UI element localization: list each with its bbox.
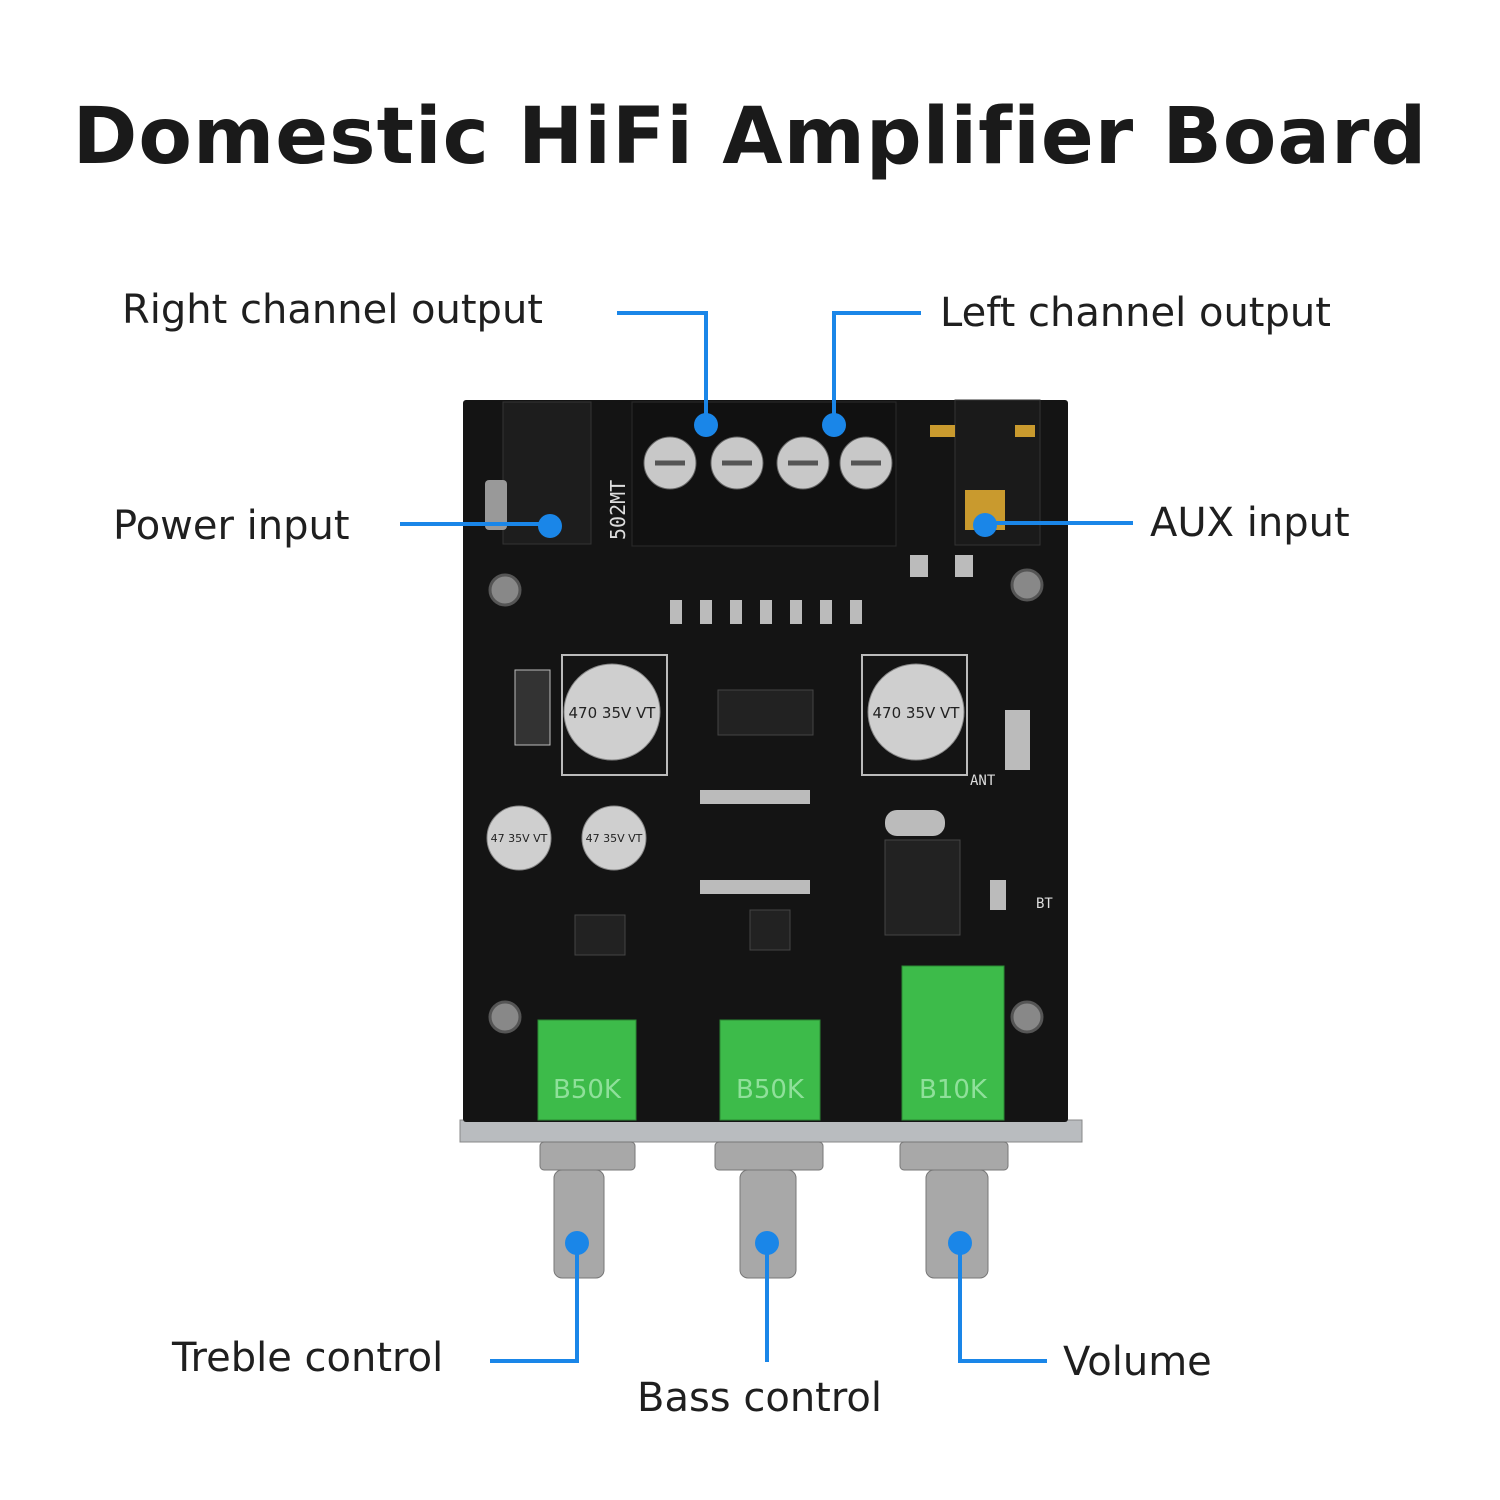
callout-dot-treble bbox=[565, 1231, 589, 1255]
callout-dot-power bbox=[538, 514, 562, 538]
ant-label: ANT bbox=[970, 773, 996, 789]
page-title: Domestic HiFi Amplifier Board bbox=[72, 92, 1428, 182]
capacitor-470uf-left: 470 35V VT bbox=[561, 654, 668, 776]
aluminum-faceplate bbox=[459, 1119, 1083, 1143]
amplifier-chip bbox=[717, 689, 814, 736]
bluetooth-chip bbox=[884, 839, 961, 936]
callout-dot-bass bbox=[755, 1231, 779, 1255]
capacitor-470uf-right: 470 35V VT bbox=[861, 654, 968, 776]
callout-dot-volume bbox=[948, 1231, 972, 1255]
label-aux-input: AUX input bbox=[1150, 500, 1350, 546]
svg-text:B50K: B50K bbox=[553, 1075, 622, 1105]
callout-line-volume bbox=[958, 1243, 1047, 1363]
terminal-marking: 502MT bbox=[606, 480, 630, 540]
label-treble-control: Treble control bbox=[172, 1335, 444, 1381]
callout-line-left-channel bbox=[832, 311, 921, 425]
capacitor-47uf-right: 47 35V VT bbox=[581, 805, 647, 871]
label-volume: Volume bbox=[1063, 1339, 1212, 1385]
potentiometer-volume: B10K bbox=[901, 965, 1005, 1121]
svg-text:470 35V VT: 470 35V VT bbox=[569, 704, 657, 722]
svg-text:47 35V VT: 47 35V VT bbox=[491, 832, 548, 845]
terminal-block: 502MT bbox=[606, 401, 897, 547]
svg-text:B10K: B10K bbox=[919, 1075, 988, 1105]
callout-dot-aux bbox=[973, 513, 997, 537]
callout-line-treble bbox=[490, 1243, 579, 1363]
bt-label: BT bbox=[1036, 896, 1053, 912]
callout-line-right-channel bbox=[617, 311, 708, 425]
volume-shaft bbox=[899, 1141, 1009, 1171]
label-left-channel-output: Left channel output bbox=[940, 290, 1331, 336]
potentiometer-bass: B50K bbox=[719, 1019, 821, 1121]
svg-text:470 35V VT: 470 35V VT bbox=[873, 704, 961, 722]
callout-dot-right-channel bbox=[694, 413, 718, 437]
label-bass-control: Bass control bbox=[637, 1375, 882, 1421]
svg-text:B50K: B50K bbox=[736, 1075, 805, 1105]
crystal bbox=[885, 810, 945, 836]
treble-shaft bbox=[539, 1141, 636, 1171]
label-power-input: Power input bbox=[113, 503, 350, 549]
potentiometer-treble: B50K bbox=[537, 1019, 637, 1121]
capacitor-47uf-left: 47 35V VT bbox=[486, 805, 552, 871]
label-right-channel-output: Right channel output bbox=[122, 287, 543, 333]
callout-dot-left-channel bbox=[822, 413, 846, 437]
bass-shaft bbox=[714, 1141, 824, 1171]
svg-text:47 35V VT: 47 35V VT bbox=[586, 832, 643, 845]
